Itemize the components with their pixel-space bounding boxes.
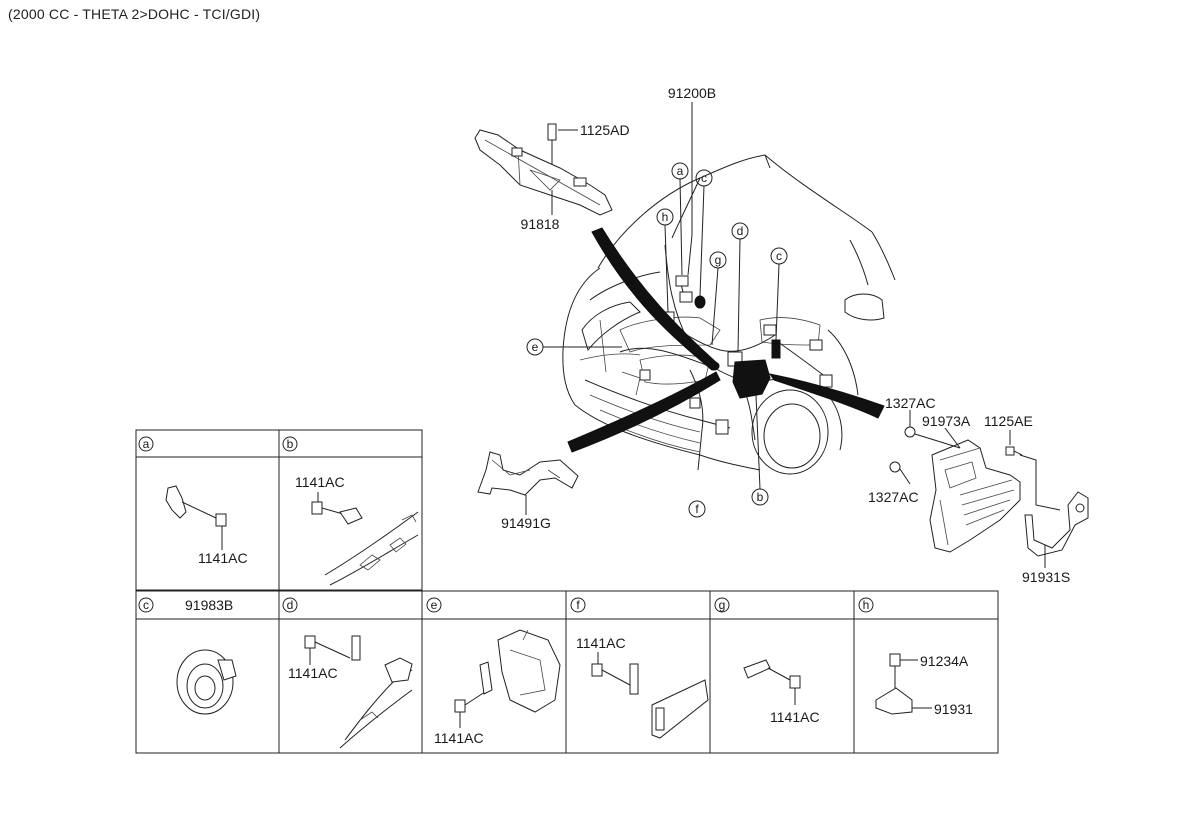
- label-main-harness: 91200B: [668, 85, 716, 101]
- svg-text:f: f: [576, 598, 580, 612]
- ref-marker-b: b: [751, 394, 769, 506]
- label-bracket-top: 91818: [521, 216, 560, 232]
- svg-text:h: h: [863, 598, 870, 612]
- ref-marker-f: f: [688, 500, 706, 518]
- panel-c-label: 91983B: [185, 597, 233, 613]
- svg-text:c: c: [776, 249, 782, 263]
- svg-text:b: b: [757, 490, 764, 504]
- ref-marker-d: d: [731, 222, 749, 353]
- label-bolt-top: 1125AD: [580, 122, 630, 138]
- diagram-heading: (2000 CC - THETA 2>DOHC - TCI/GDI): [8, 6, 261, 22]
- cover-91491g-illustration: [477, 451, 579, 496]
- panel-a-tag: a: [138, 436, 154, 452]
- svg-text:b: b: [287, 437, 294, 451]
- panel-c-grommet-illustration: [176, 649, 237, 715]
- label-bracket-right: 91931S: [1022, 569, 1070, 585]
- ref-marker-c-right: c: [770, 247, 788, 341]
- panel-d-bracket-illustration: [304, 635, 413, 749]
- ref-marker-e: e: [526, 338, 622, 356]
- panel-f-tag: f: [570, 597, 586, 613]
- panel-g-label: 1141AC: [770, 709, 820, 725]
- svg-text:g: g: [715, 253, 722, 267]
- ref-marker-a: a: [671, 162, 689, 276]
- vehicle-engine-bay-illustration: [562, 154, 896, 475]
- svg-text:e: e: [431, 598, 438, 612]
- bracket-91818-illustration: [474, 123, 613, 216]
- panel-a-label: 1141AC: [198, 550, 248, 566]
- panel-e-tag: e: [426, 597, 442, 613]
- label-cover-left: 91491G: [501, 515, 551, 531]
- panel-g-clip-illustration: [743, 659, 801, 705]
- label-fuse-box: 91973A: [922, 413, 971, 429]
- panel-b-tag: b: [282, 436, 298, 452]
- label-nut-2: 1327AC: [868, 489, 919, 505]
- svg-text:a: a: [677, 164, 684, 178]
- ref-marker-c-upper: c: [695, 169, 713, 297]
- panel-h-tag: h: [858, 597, 874, 613]
- svg-text:c: c: [143, 598, 149, 612]
- panel-a-clip-illustration: [165, 485, 227, 550]
- svg-text:f: f: [695, 502, 699, 516]
- panel-h-label-bolt: 91234A: [920, 653, 969, 669]
- svg-text:g: g: [719, 598, 726, 612]
- panel-b-label: 1141AC: [295, 474, 345, 490]
- panel-e-bracket-illustration: [454, 629, 561, 728]
- label-bolt-right: 1125AE: [984, 413, 1033, 429]
- panel-f-bracket-illustration: [591, 652, 709, 739]
- panel-d-tag: d: [282, 597, 298, 613]
- svg-text:d: d: [287, 598, 294, 612]
- svg-text:h: h: [662, 210, 669, 224]
- panel-d-label: 1141AC: [288, 665, 338, 681]
- svg-text:d: d: [737, 224, 744, 238]
- panel-b-frame-illustration: [311, 492, 419, 586]
- panel-e-label: 1141AC: [434, 730, 484, 746]
- panel-f-label: 1141AC: [576, 635, 626, 651]
- panel-c-tag: c: [138, 597, 154, 613]
- label-nut-1: 1327AC: [885, 395, 936, 411]
- ref-marker-g: g: [709, 251, 727, 346]
- svg-text:c: c: [701, 171, 707, 185]
- svg-text:e: e: [532, 340, 539, 354]
- detail-panels-grid: [135, 429, 999, 754]
- panel-h-bracket-illustration: [875, 653, 932, 715]
- ref-marker-h: h: [656, 208, 674, 313]
- panel-h-label-bracket: 91931: [934, 701, 973, 717]
- svg-text:a: a: [143, 437, 150, 451]
- fuse-box-91973a-illustration: [889, 426, 1089, 557]
- panel-g-tag: g: [714, 597, 730, 613]
